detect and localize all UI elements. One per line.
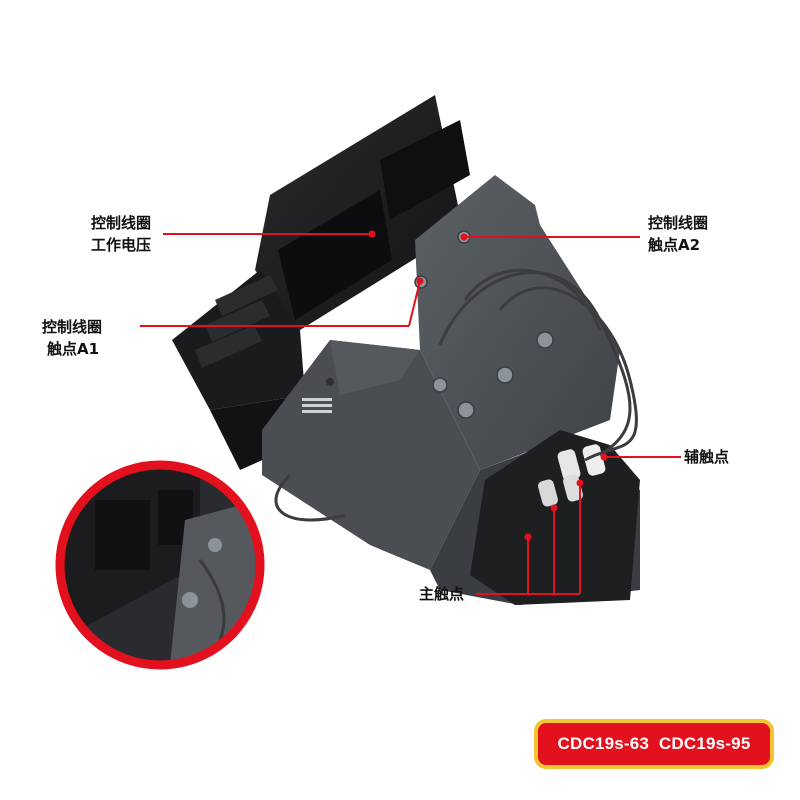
- label-coil-contact-a1: 控制线圈 触点A1: [42, 316, 102, 360]
- label-line: 工作电压: [91, 236, 152, 254]
- zoom-detail: [55, 460, 265, 670]
- label-line: 触点A1: [47, 340, 100, 358]
- callout-dot: [416, 277, 424, 285]
- zoom-ring: [55, 460, 265, 670]
- callout-dot: [460, 233, 468, 241]
- label-line: 触点A2: [648, 236, 701, 254]
- label-line: 控制线圈: [91, 214, 152, 232]
- contactor-device: [172, 95, 640, 605]
- callout-dot: [550, 504, 558, 512]
- callout-dot: [576, 479, 584, 487]
- model-badge: CDC19s-63 CDC19s-95: [534, 719, 774, 769]
- label-aux-contact: 辅触点: [684, 448, 730, 466]
- terminal-block: [415, 175, 620, 470]
- label-main-contact: 主触点: [419, 585, 465, 603]
- label-line: 控制线圈: [42, 318, 103, 336]
- callout-lines: [140, 230, 681, 595]
- label-coil-contact-a2: 控制线圈 触点A2: [648, 212, 708, 256]
- label-line: 控制线圈: [648, 214, 709, 232]
- callout-dot: [524, 533, 532, 541]
- callout-dot: [600, 453, 608, 461]
- callout-dot: [368, 230, 376, 238]
- model-badge-text: CDC19s-63 CDC19s-95: [557, 734, 751, 753]
- label-coil-voltage: 控制线圈 工作电压: [91, 212, 151, 256]
